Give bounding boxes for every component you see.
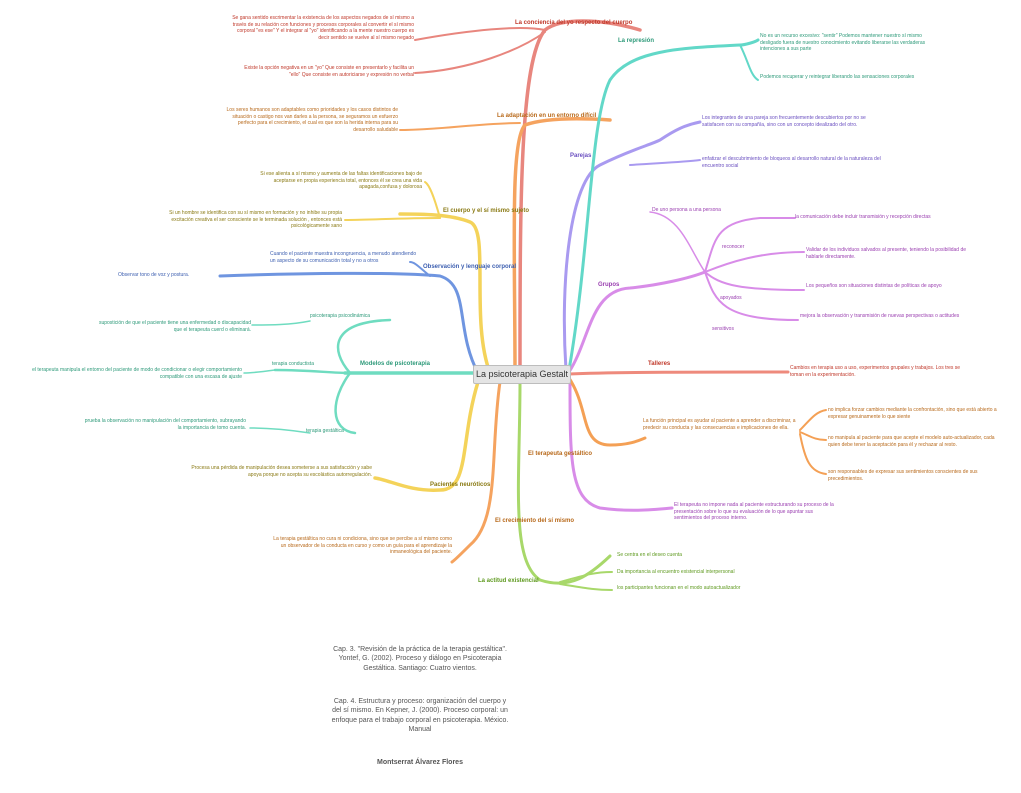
grupos-head: De uno persona a una persona [652,207,721,213]
connector-represion-note-2 [739,44,759,81]
branch-terapeuta-title[interactable]: El terapeuta gestáltico [528,451,593,457]
modelo-item-1-note: supostición de que el paciente tiene una… [98,320,251,333]
parejas-note-1: Los integrantes de una pareja son frecue… [702,115,866,128]
branch-conciencia-title[interactable]: La conciencia del yo respecto del cuerpo [515,20,633,26]
represion-note-1: No es un recurso excesivo: "sentir" Pode… [760,33,926,52]
footer-reference-1: Cap. 3. "Revisión de la práctica de la t… [333,646,507,672]
grupos-item-4-label[interactable]: sensitivos [712,326,734,332]
connector-conciencia-note-2 [414,31,546,74]
connector-grupos-item-2 [704,251,805,273]
branch-observacion-note: Cuando el paciente muestra incongruencia… [270,251,417,264]
branch-neuroticos-title[interactable]: Pacientes neuróticos [430,482,491,488]
grupos-item-2-label[interactable]: reconocer [722,244,745,250]
connector-parejas [562,120,702,372]
terapeuta-bottom-note: El terapeuta no impone nada al paciente … [674,502,834,521]
modelo-item-2-label[interactable]: terapia conductista [272,361,314,367]
branch-represion-title[interactable]: La represión [618,38,655,44]
connector-grupos [567,270,707,374]
terapeuta-intro: La función principal es ayudar al pacien… [643,418,796,431]
branch-observacion-side: Observar tono de voz y postura. [118,272,190,278]
branch-conciencia-note-1: Se gana sentido escrimentar la existenci… [232,15,414,41]
footer-reference-2: Cap. 4. Estructura y proceso: organizaci… [331,698,509,734]
connector-cuerpo-note-2 [344,217,441,221]
represion-note-2: Podemos recuperar y reintegrar liberando… [760,74,915,80]
connector-terapeuta [567,376,647,447]
connector-neuroticos [373,380,480,492]
terapeuta-item-3: son responsables de expresar sus sentimi… [828,469,978,482]
connector-modelo-2 [273,368,352,375]
connector-cuerpo-note-1 [424,181,441,219]
modelo-item-2-note: el terapeuta manipula el entorno del pac… [32,367,242,380]
connector-observacion [218,271,480,375]
connector-talleres [567,370,790,376]
connector-terapeuta-bottom [568,380,674,512]
branch-actitud-title[interactable]: La actitud existencial [478,578,539,584]
branch-modelos-title[interactable]: Modelos de psicoterapia [360,361,431,367]
branch-cuerpo-note-2: Si un hombre se identifica con su sí mis… [169,210,342,229]
connector-modelo-3-note [249,427,311,434]
grupos-item-1-note: la comunicación debe incluir transmisión… [795,214,931,220]
branch-observacion-title[interactable]: Observación y lenguaje corporal [423,264,517,270]
branch-crecimiento-note: La terapia gestáltica no cura ni condici… [273,536,452,555]
connector-grupos-head [649,211,706,273]
branch-cuerpo-title[interactable]: El cuerpo y el sí mismo sujeto [443,208,530,214]
branch-parejas-title[interactable]: Parejas [570,153,592,159]
branch-cuerpo-note-1: Si ese alienta a sí mismo y aumenta de l… [260,171,422,190]
actitud-item-3: los participantes funcionan en el modo a… [617,585,741,591]
central-topic[interactable]: La psicoterapia Gestalt [473,365,571,384]
connector-grupos-item-4 [704,271,799,321]
grupos-item-3-note: Los pequeños son situaciones distintas d… [806,283,942,289]
connector-terapeuta-item-1 [799,409,827,431]
connector-grupos-item-3 [704,271,805,291]
grupos-item-2-note: Validar de los individuos salvados al pr… [806,247,967,260]
branch-grupos-title[interactable]: Grupos [598,282,620,288]
branch-conciencia-note-2: Existe la opción negativa en un "yo" Que… [244,65,414,78]
connector-conciencia-note-1 [414,27,546,41]
modelo-item-1-label[interactable]: psicoterapia psicodinámica [310,313,371,319]
connector-adaptacion-note [399,122,521,131]
grupos-item-3-label[interactable]: apoyados [720,295,742,301]
connector-actitud-3 [559,583,613,591]
connector-crecimiento [450,380,502,564]
connector-terapeuta-item-2 [799,431,827,441]
branch-adaptacion-title[interactable]: La adaptación en un entorno difícil [497,113,597,119]
connector-adaptacion [512,117,612,375]
connector-modelo-1-note [251,320,311,326]
connector-cuerpo [398,212,492,375]
terapeuta-item-1: no implica forzar cambios mediante la co… [828,407,997,420]
actitud-item-1: Se centra en el deseo cuenta [617,552,683,558]
connector-observacion-note [409,261,431,277]
actitud-item-2: Da importancia al encuentro existencial … [617,569,735,575]
modelo-item-3-note: prueba la observación no manipulación de… [84,418,246,431]
grupos-item-4-note: mejora la observación y transmisión de n… [800,313,960,319]
footer-author: Montserrat Álvarez Flores [377,759,463,766]
branch-adaptacion-note: Los seres humanos son adaptables como pr… [226,107,398,133]
branch-neuroticos-note: Procesa una pérdida de manipulación dese… [191,465,372,478]
connector-parejas-note-2 [629,159,701,166]
branch-crecimiento-title[interactable]: El crecimiento del sí mismo [495,518,575,524]
connector-grupos-item-1 [704,217,796,273]
connector-modelo-1 [336,318,392,375]
parejas-note-2: enfatizar el descubrimiento de bloqueos … [702,156,881,169]
connector-modelo-3 [334,371,357,435]
connector-actitud-2 [559,571,613,583]
connector-terapeuta-item-3 [799,433,827,475]
terapeuta-item-2: no manipula al paciente para que acepte … [828,435,995,448]
connector-modelo-2-note [243,369,276,374]
branch-talleres-title[interactable]: Talleres [648,361,671,367]
modelo-item-3-label[interactable]: terapia gestáltica [306,428,344,434]
connector-conciencia [518,19,642,375]
connector-represion [567,38,760,372]
branch-talleres-note: Cambios en terapia uso a uso, experiment… [790,365,961,378]
